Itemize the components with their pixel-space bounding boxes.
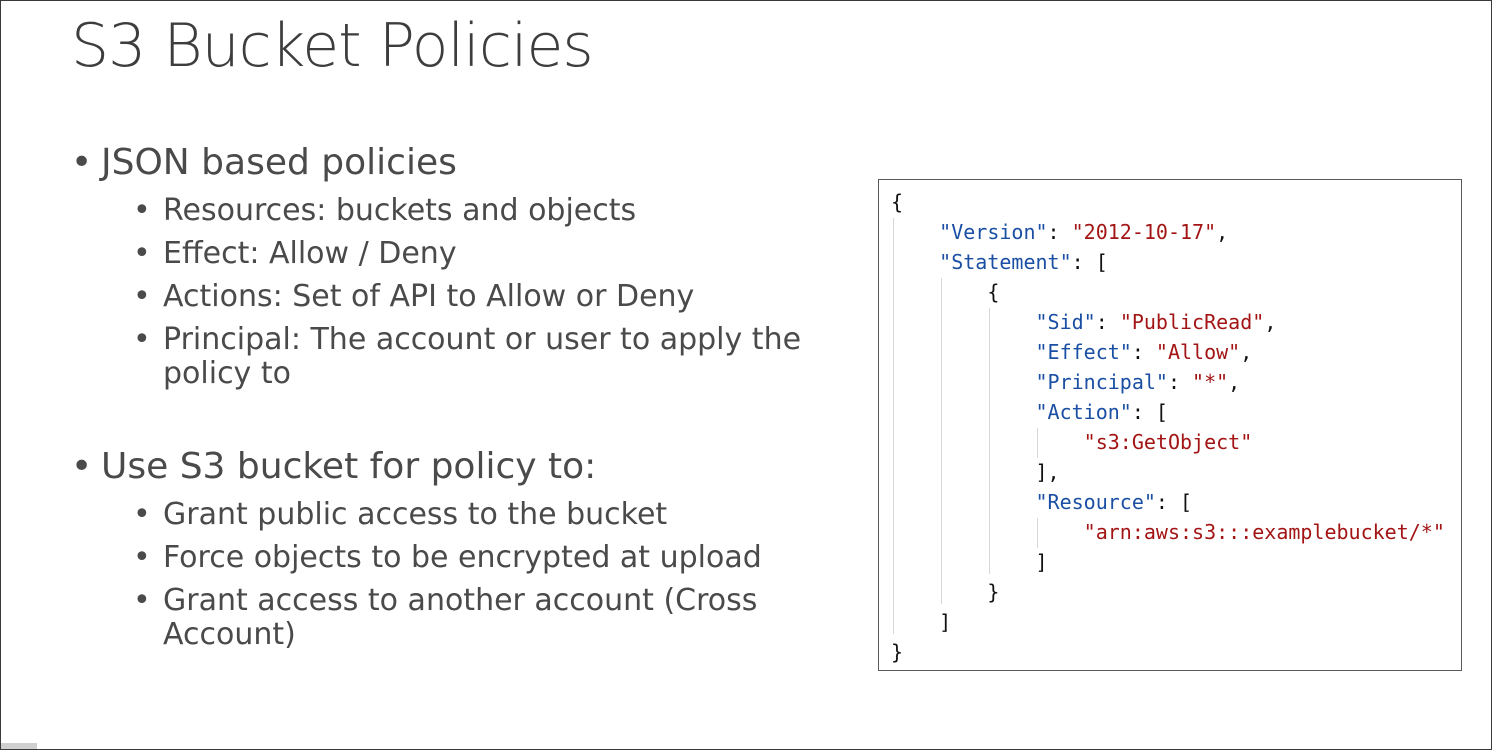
json-string: "*" [1192, 370, 1229, 394]
code-line: "Sid": "PublicRead", [1035, 310, 1277, 334]
json-key: "Action" [1035, 400, 1132, 424]
policy-json-code-block: { "Version": "2012-10-17", "Statement": … [878, 179, 1462, 671]
json-string: "s3:GetObject" [1083, 430, 1253, 454]
sub-bullet-public-access: Grant public access to the bucket [71, 498, 811, 533]
code-line: "Principal": "*", [1035, 370, 1241, 394]
indent-guide [941, 278, 942, 604]
bullet-use-s3-bucket: Use S3 bucket for policy to: [71, 445, 811, 489]
code-line: "arn:aws:s3:::examplebucket/*" [891, 520, 1445, 544]
json-bracket: ] [939, 610, 952, 634]
code-line: } [891, 640, 903, 664]
code-line: ], [891, 460, 1060, 484]
bullet-json-based-policies: JSON based policies [71, 141, 811, 185]
json-key: "Principal" [1035, 370, 1168, 394]
json-brace: } [891, 640, 904, 664]
json-key: "Resource" [1035, 490, 1156, 514]
json-brace: { [891, 190, 904, 214]
corner-mark [1, 743, 37, 749]
bullet-list: JSON based policies Resources: buckets a… [71, 141, 811, 652]
json-brace: } [987, 580, 1000, 604]
json-string: "arn:aws:s3:::examplebucket/*" [1083, 520, 1445, 544]
json-brace: { [987, 280, 1000, 304]
sub-bullet-force-encryption: Force objects to be encrypted at upload [71, 541, 811, 576]
json-key: "Effect" [1035, 340, 1132, 364]
indent-guide [893, 218, 894, 634]
sub-bullet-resources: Resources: buckets and objects [71, 194, 811, 229]
code-line: "Action": [ [1035, 400, 1168, 424]
sub-bullet-effect: Effect: Allow / Deny [71, 237, 811, 272]
code-line: "Effect": "Allow", [1035, 340, 1253, 364]
slide-title: S3 Bucket Policies [71, 11, 594, 81]
code-line: "Resource": [ [1035, 490, 1193, 514]
json-key: "Version" [939, 220, 1048, 244]
json-string: "2012-10-17" [1071, 220, 1217, 244]
json-bracket: ], [1035, 460, 1060, 484]
code-line: ] [891, 550, 1048, 574]
sub-bullet-cross-account: Grant access to another account (Cross A… [71, 584, 811, 652]
code-line: "Version": "2012-10-17", [939, 220, 1229, 244]
json-string: "PublicRead" [1119, 310, 1265, 334]
code-line: ] [891, 610, 951, 634]
sub-bullet-principal: Principal: The account or user to apply … [71, 323, 811, 391]
sub-bullet-actions: Actions: Set of API to Allow or Deny [71, 280, 811, 315]
code-line: } [891, 580, 999, 604]
json-key: "Statement" [939, 250, 1072, 274]
indent-guide [1037, 518, 1038, 548]
code-line: "s3:GetObject" [891, 430, 1253, 454]
code-line: { [891, 190, 903, 214]
code-line: "Statement": [ [939, 250, 1108, 274]
json-key: "Sid" [1035, 310, 1096, 334]
json-string: "Allow" [1155, 340, 1241, 364]
indent-guide [989, 308, 990, 574]
code-line: { [891, 280, 999, 304]
json-bracket: ] [1035, 550, 1048, 574]
indent-guide [1037, 428, 1038, 458]
